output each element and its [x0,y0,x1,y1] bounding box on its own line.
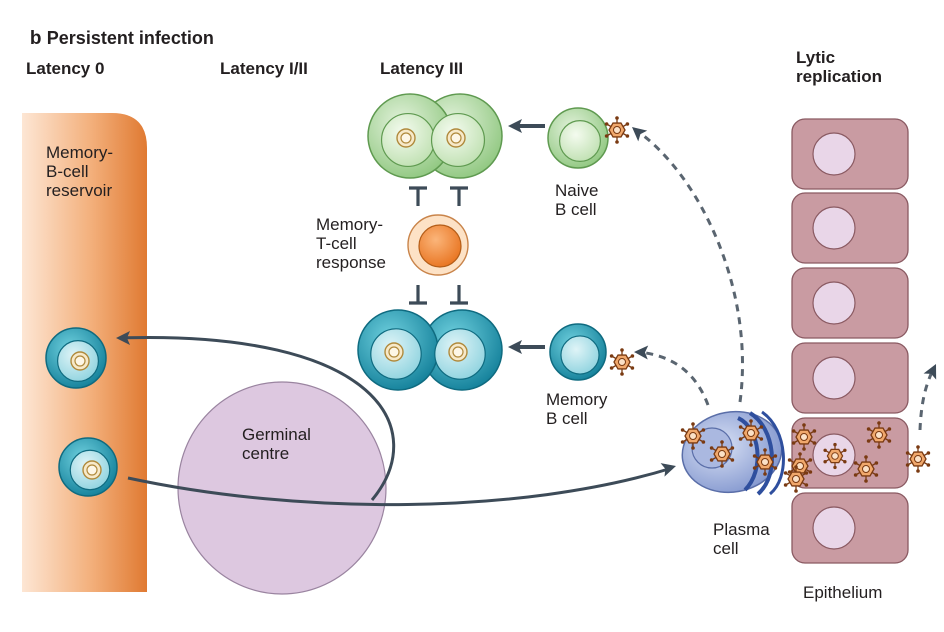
arrow-icon [508,340,522,354]
latency-3-teal-cell-pair [357,309,503,391]
epithelium-cells [791,118,909,564]
dashed-arrow-out [918,367,936,431]
virus-particle-icon [905,445,931,473]
arrow-icon [116,331,130,345]
curved-arrow-to-plasma-cell [127,466,673,507]
arrow-icon [923,364,937,380]
virions [604,116,931,493]
naive-b-cell-label: Naive B cell [555,181,599,220]
virus-particle-icon [609,348,635,376]
virus-particle-icon [604,116,630,144]
virus-particle-icon [866,421,892,449]
memory-b-cell [549,323,607,381]
reservoir-memory-b-cell-lower [58,437,118,497]
memory-b-cell-label: Memory B cell [546,390,608,429]
epithelial-cell [791,492,909,564]
reservoir-label: Memory- B-cell reservoir [46,143,114,201]
plasma-cell-label: Plasma cell [713,520,770,559]
stage-latency-0: Latency 0 [26,59,105,78]
dashed-arrow-to-memory [637,350,710,406]
memory-t-cell-response-label: Memory- T-cell response [316,215,386,273]
arrow-icon [632,127,648,142]
germinal-centre-label: Germinal centre [242,425,311,464]
panel-heading: b Persistent infection [21,10,214,49]
inhibition-bars [409,186,468,305]
virus-particle-icon [738,419,764,447]
epithelial-cell [791,118,909,190]
pathway-arrows [119,124,936,507]
reservoir-memory-b-cell-upper [45,327,107,389]
plasma-cell [681,410,785,496]
virus-particle-icon [752,448,778,476]
arrow-icon [660,463,676,477]
inhibition-bar-icon [450,285,468,305]
stage-latency-1-2: Latency I/II [220,59,308,78]
virus-particle-icon [709,440,735,468]
naive-b-cell [547,107,609,169]
virus-particle-icon [791,423,817,451]
inhibition-bar-icon [450,186,468,206]
panel-title: Persistent infection [46,27,214,48]
epithelial-cell [791,192,909,264]
stage-latency-3: Latency III [380,59,464,78]
stage-lytic-replication: Lytic replication [796,48,882,87]
virus-particle-icon [680,422,706,450]
epithelial-cell [791,267,909,339]
virus-particle-icon [823,442,847,470]
cells [45,93,609,497]
epithelial-cell [791,342,909,414]
inhibition-bar-icon [409,285,427,305]
arrowheads [116,119,937,477]
arrow-icon [634,345,649,360]
virus-particle-icon [783,465,809,493]
latency-3-green-cell-pair [367,93,503,179]
inhibition-bar-icon [409,186,427,206]
germinal-centre [177,381,387,595]
curved-arrow-to-reservoir [119,336,396,501]
arrow-icon [508,119,522,133]
panel-letter: b [29,27,42,49]
memory-t-cell [407,214,469,276]
virus-particle-icon [853,455,879,483]
epithelium-label: Epithelium [803,583,883,602]
dashed-arrow-to-naive [635,128,744,403]
